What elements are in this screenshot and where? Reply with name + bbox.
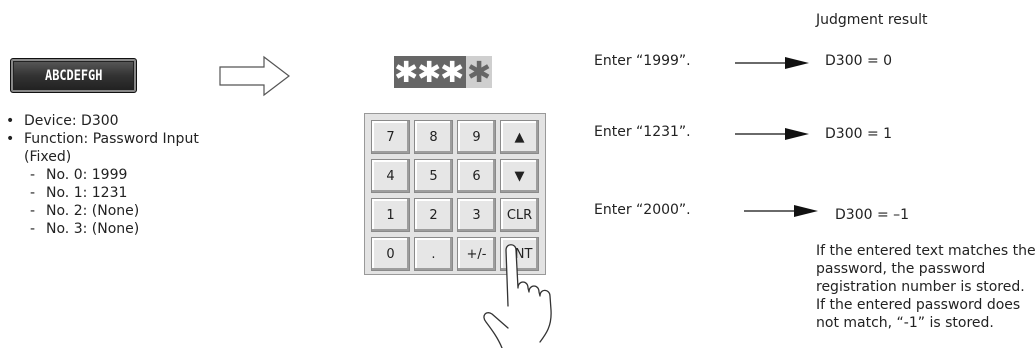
note-line: password, the password bbox=[816, 261, 986, 277]
key-4[interactable]: 4 bbox=[371, 159, 410, 193]
result-arrow-icon bbox=[744, 205, 818, 217]
mask-char-cursor: ✱ bbox=[466, 55, 492, 89]
key-2[interactable]: 2 bbox=[414, 198, 453, 232]
input-label-1: Enter “1999”. bbox=[594, 53, 691, 69]
key-1[interactable]: 1 bbox=[371, 198, 410, 232]
result-arrow-icon bbox=[735, 57, 809, 69]
function-line2: (Fixed) bbox=[24, 149, 72, 165]
note-line: not match, “-1” is stored. bbox=[816, 315, 994, 331]
key-6[interactable]: 6 bbox=[457, 159, 496, 193]
note-line: registration number is stored. bbox=[816, 279, 1025, 295]
input-label-2: Enter “1231”. bbox=[594, 124, 691, 140]
key-5[interactable]: 5 bbox=[414, 159, 453, 193]
pointing-hand-icon bbox=[483, 244, 552, 348]
key-down[interactable]: ▼ bbox=[500, 159, 539, 193]
key-up[interactable]: ▲ bbox=[500, 120, 539, 154]
key-dot[interactable]: . bbox=[414, 237, 453, 271]
device-setting: Device: D300 bbox=[4, 112, 264, 130]
key-sign[interactable]: +/- bbox=[457, 237, 496, 271]
input-label-3: Enter “2000”. bbox=[594, 202, 691, 218]
numeric-keypad: 7 8 9 ▲ 4 5 6 ▼ 1 2 3 CLR 0 . +/- ENT bbox=[364, 113, 546, 275]
function-setting: Function: Password Input (Fixed) bbox=[4, 130, 264, 166]
password-input-widget: ABCDEFGH bbox=[10, 58, 137, 93]
judgment-result-header: Judgment result bbox=[816, 12, 928, 28]
password-entry: No. 1: 1231 bbox=[4, 184, 264, 202]
widget-text: ABCDEFGH bbox=[44, 67, 103, 84]
result-value-2: D300 = 1 bbox=[825, 126, 893, 142]
key-clr[interactable]: CLR bbox=[500, 198, 539, 232]
key-0[interactable]: 0 bbox=[371, 237, 410, 271]
key-7[interactable]: 7 bbox=[371, 120, 410, 154]
note-line: If the entered password does bbox=[816, 297, 1021, 313]
result-arrow-icon bbox=[735, 128, 809, 140]
result-note: If the entered text matches the password… bbox=[816, 242, 1036, 332]
key-8[interactable]: 8 bbox=[414, 120, 453, 154]
flow-arrow-icon bbox=[219, 55, 290, 97]
result-value-3: D300 = –1 bbox=[835, 207, 910, 223]
password-entry: No. 3: (None) bbox=[4, 220, 264, 238]
key-9[interactable]: 9 bbox=[457, 120, 496, 154]
result-value-1: D300 = 0 bbox=[825, 53, 893, 69]
note-line: If the entered text matches the bbox=[816, 243, 1036, 259]
key-3[interactable]: 3 bbox=[457, 198, 496, 232]
function-line1: Function: Password Input bbox=[24, 131, 199, 147]
masked-password-display: ✱ ✱ ✱ ✱ bbox=[394, 56, 492, 88]
settings-list: Device: D300 Function: Password Input (F… bbox=[4, 112, 264, 238]
mask-char: ✱ bbox=[394, 55, 419, 89]
mask-char: ✱ bbox=[417, 55, 442, 89]
password-entry: No. 0: 1999 bbox=[4, 166, 264, 184]
password-entry: No. 2: (None) bbox=[4, 202, 264, 220]
mask-char: ✱ bbox=[440, 55, 465, 89]
